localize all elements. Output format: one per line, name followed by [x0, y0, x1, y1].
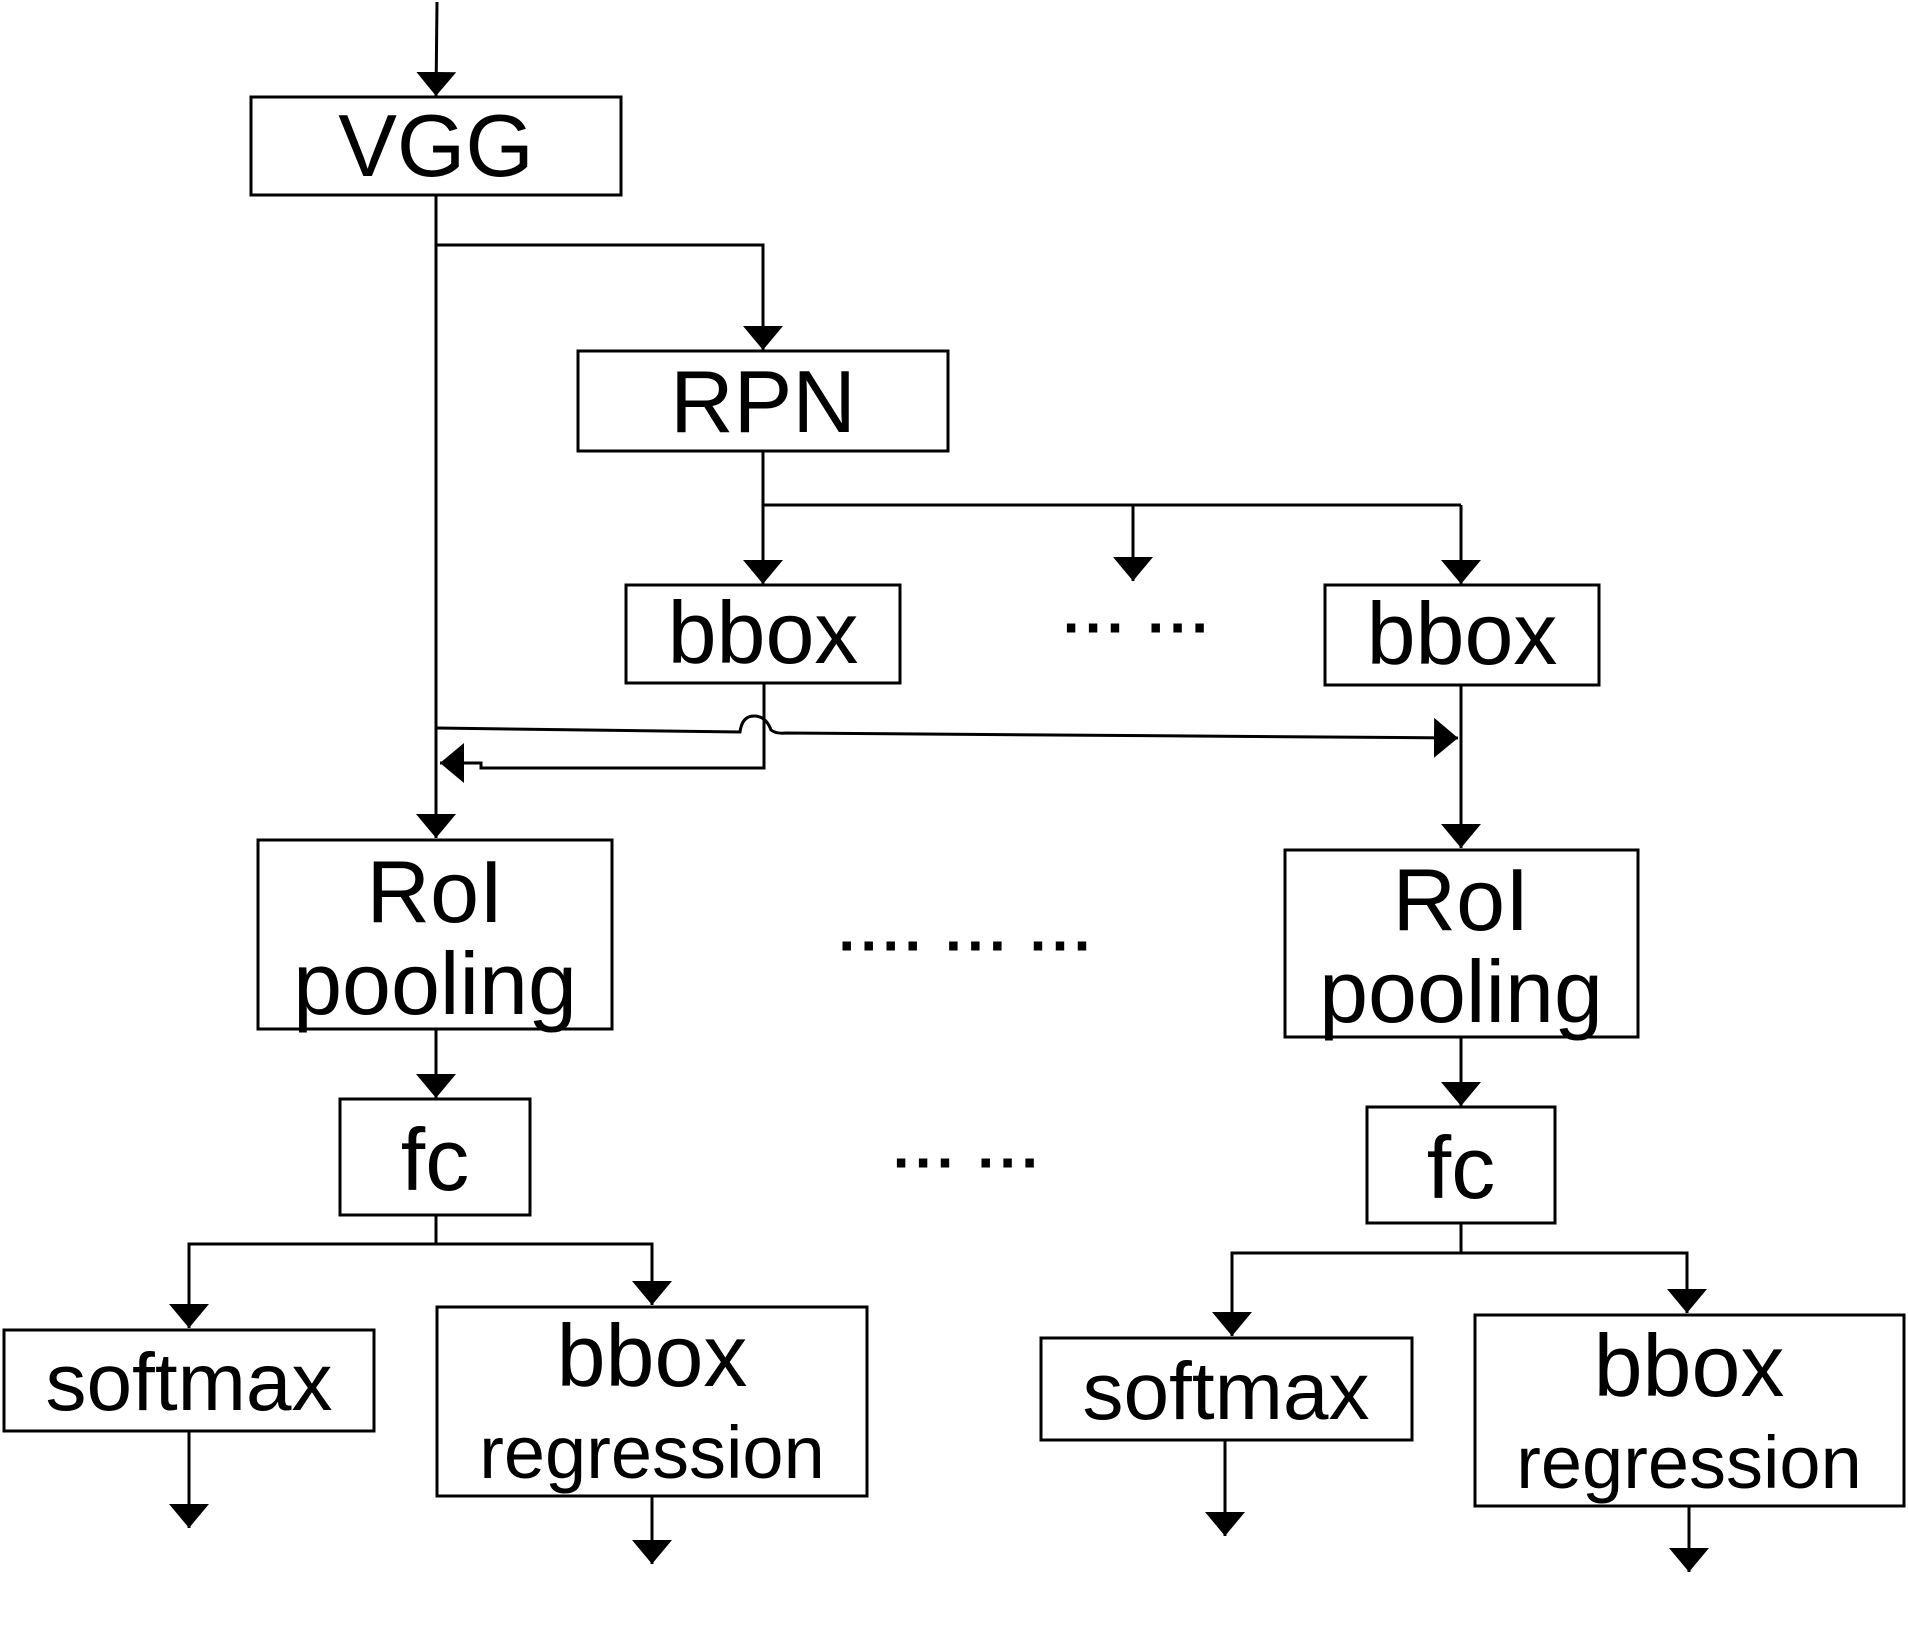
bbox-left-to-trunk-arrow [440, 684, 766, 783]
roi-left-label-line1: RoI [367, 842, 504, 941]
fc-left-to-softmax-arrow [169, 1242, 436, 1328]
roi-right-label-line2: pooling [1319, 942, 1603, 1041]
ellipsis-roi-row: ···· ··· ··· [838, 912, 1095, 979]
vgg-to-rpn-arrow [436, 243, 783, 350]
bbox-right-label: bbox [1367, 584, 1558, 683]
rpn-label: RPN [670, 352, 856, 451]
ellipsis-bbox-row: ··· ··· [1063, 594, 1214, 661]
bboxreg-right-label-line2: regression [1516, 1421, 1862, 1504]
fc-right-label: fc [1427, 1118, 1495, 1217]
fc-left-label: fc [401, 1110, 469, 1209]
bboxreg-left-node: bbox regression [435, 1305, 869, 1498]
roi-left-label-line2: pooling [293, 934, 577, 1033]
roi-right-label-line1: RoI [1393, 850, 1530, 949]
softmax-left-label: softmax [45, 1337, 332, 1428]
rpn-node: RPN [576, 349, 950, 453]
fc-left-to-bboxreg-arrow [436, 1242, 672, 1305]
vgg-label: VGG [338, 96, 534, 195]
fc-right-to-bboxreg-arrow [1461, 1251, 1707, 1313]
roi-right-node: RoI pooling [1283, 848, 1640, 1041]
fc-left-node: fc [338, 1097, 532, 1217]
bbox-right-node: bbox [1323, 583, 1601, 687]
softmax-right-label: softmax [1082, 1346, 1369, 1437]
roi-left-node: RoI pooling [256, 838, 614, 1033]
bboxreg-right-node: bbox regression [1473, 1313, 1906, 1508]
fc-right-node: fc [1365, 1105, 1557, 1225]
fc-right-to-softmax-arrow [1212, 1251, 1461, 1336]
softmax-right-node: softmax [1039, 1336, 1414, 1442]
bboxreg-left-label-line1: bbox [557, 1306, 748, 1405]
input-arrow [416, 1, 457, 97]
ellipsis-fc-row: ··· ··· [893, 1129, 1044, 1196]
bboxreg-left-label-line2: regression [479, 1411, 825, 1494]
softmax-left-node: softmax [2, 1328, 376, 1433]
vgg-node: VGG [249, 95, 623, 197]
connectors [169, 1, 1709, 1572]
bbox-left-label: bbox [668, 583, 859, 682]
feature-to-roi-right-arrow [435, 714, 1459, 758]
bbox-left-node: bbox [624, 583, 902, 685]
bboxreg-right-label-line1: bbox [1594, 1316, 1785, 1415]
